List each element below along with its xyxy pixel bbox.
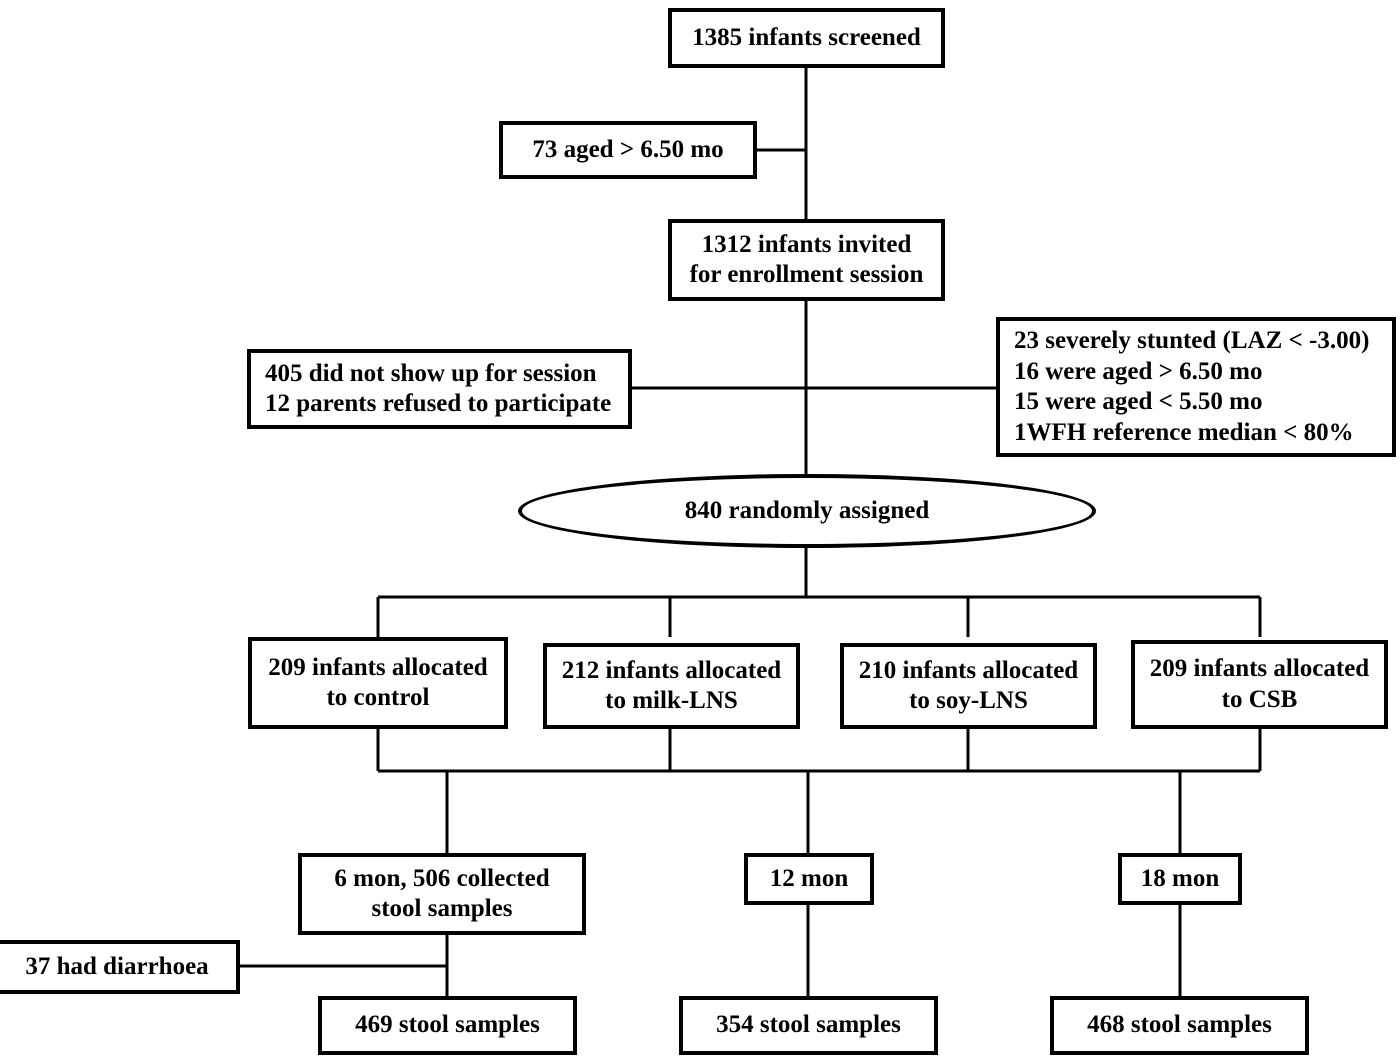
node-month-6: 6 mon, 506 collected stool samples	[298, 853, 586, 935]
node-alloc-csb-label: 209 infants allocated to CSB	[1149, 655, 1370, 713]
node-alloc-milk-lns: 212 infants allocated to milk-LNS	[543, 643, 800, 729]
node-excluded-criteria-label: 23 severely stunted (LAZ < -3.00) 16 wer…	[1014, 327, 1370, 446]
node-infants-screened-label: 1385 infants screened	[692, 23, 921, 51]
node-month-6-label: 6 mon, 506 collected stool samples	[334, 864, 550, 923]
node-infants-invited-label: 1312 infants invited for enrollment sess…	[689, 230, 924, 289]
node-stool-samples-468-label: 468 stool samples	[1087, 1011, 1272, 1039]
node-alloc-milk-lns-label: 212 infants allocated to milk-LNS	[561, 656, 782, 715]
node-month-18: 18 mon	[1118, 853, 1242, 905]
node-infants-screened: 1385 infants screened	[668, 8, 945, 68]
node-randomly-assigned-label: 840 randomly assigned	[684, 497, 930, 524]
node-infants-invited: 1312 infants invited for enrollment sess…	[668, 219, 945, 301]
node-alloc-control-label: 209 infants allocated to control	[268, 653, 488, 712]
node-excluded-criteria: 23 severely stunted (LAZ < -3.00) 16 wer…	[996, 317, 1396, 457]
node-diarrhoea-label: 37 had diarrhoea	[25, 952, 209, 980]
node-no-show-label: 405 did not show up for session 12 paren…	[265, 359, 612, 418]
node-stool-samples-354: 354 stool samples	[679, 996, 938, 1055]
node-alloc-control: 209 infants allocated to control	[248, 637, 508, 729]
node-aged-exclusion: 73 aged > 6.50 mo	[499, 121, 757, 179]
node-stool-samples-469: 469 stool samples	[318, 996, 577, 1055]
node-alloc-soy-lns-label: 210 infants allocated to soy-LNS	[858, 656, 1079, 715]
node-month-12-label: 12 mon	[769, 864, 849, 892]
node-diarrhoea: 37 had diarrhoea	[0, 940, 240, 994]
node-alloc-soy-lns: 210 infants allocated to soy-LNS	[840, 643, 1097, 729]
node-stool-samples-469-label: 469 stool samples	[355, 1011, 540, 1039]
node-stool-samples-468: 468 stool samples	[1050, 996, 1309, 1055]
node-month-18-label: 18 mon	[1140, 864, 1220, 892]
node-randomly-assigned: 840 randomly assigned	[518, 474, 1096, 548]
node-no-show: 405 did not show up for session 12 paren…	[247, 349, 632, 429]
node-month-12: 12 mon	[744, 853, 874, 905]
node-alloc-csb: 209 infants allocated to CSB	[1131, 640, 1388, 729]
node-aged-exclusion-label: 73 aged > 6.50 mo	[532, 135, 724, 163]
node-stool-samples-354-label: 354 stool samples	[716, 1011, 901, 1039]
